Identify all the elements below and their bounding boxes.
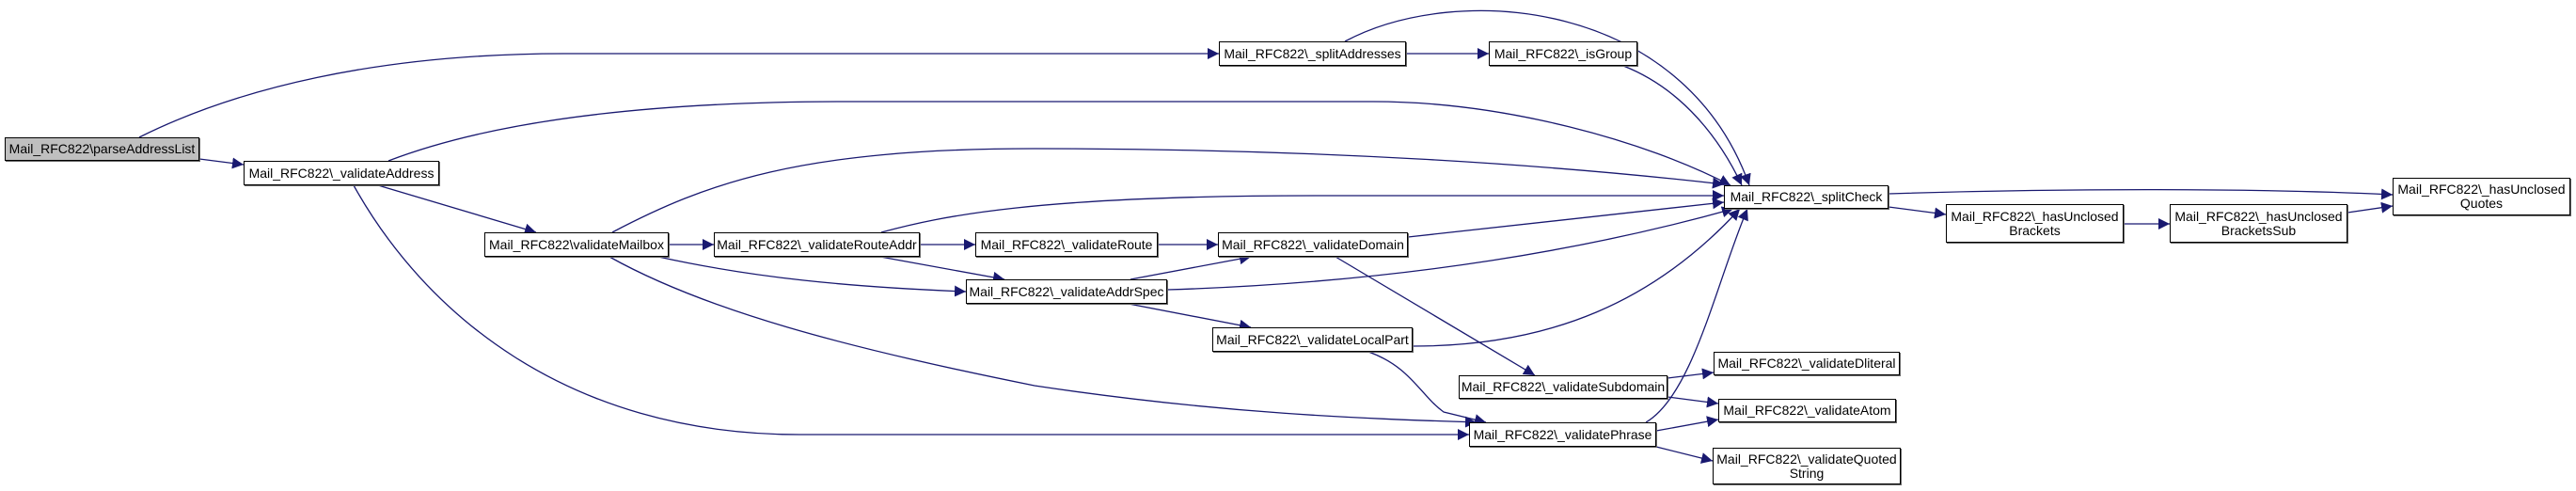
node-validate-route[interactable]: Mail_RFC822\_validateRoute — [975, 232, 1158, 257]
node-split-check[interactable]: Mail_RFC822\_splitCheck — [1724, 185, 1889, 209]
edge-validateSubdomain-to-validateDliteral — [1667, 368, 1715, 380]
edge-validateMailbox-to-splitCheck — [611, 148, 1725, 233]
edge-validateSubdomain-to-validateAtom — [1667, 396, 1719, 408]
edge-validateAddress-to-splitCheck — [387, 101, 1731, 186]
edge-splitCheck-to-hasUnclosedBrackets — [1888, 206, 1947, 219]
node-validate-local-part[interactable]: Mail_RFC822\_validateLocalPart — [1212, 327, 1413, 352]
edge-splitCheck-to-hasUnclosedQuotes — [1888, 188, 2394, 200]
node-validate-addr-spec[interactable]: Mail_RFC822\_validateAddrSpec — [966, 279, 1167, 304]
node-parse-address-list[interactable]: Mail_RFC822\parseAddressList — [5, 137, 199, 161]
node-validate-address[interactable]: Mail_RFC822\_validateAddress — [244, 161, 439, 185]
node-validate-subdomain[interactable]: Mail_RFC822\_validateSubdomain — [1459, 375, 1667, 399]
edge-isGroup-to-splitCheck — [1622, 65, 1743, 186]
edge-validateAddrSpec-to-validateDomain — [1130, 253, 1252, 280]
edge-validateAddress-to-validateMailbox — [377, 184, 537, 235]
edge-validatePhrase-to-validateAtom — [1655, 416, 1719, 432]
edge-validateLocalPart-to-splitCheck — [1412, 208, 1741, 347]
edge-validatePhrase-to-validateQuotedString — [1655, 446, 1714, 464]
node-validate-dliteral[interactable]: Mail_RFC822\_validateDliteral — [1714, 352, 1900, 375]
node-is-group[interactable]: Mail_RFC822\_isGroup — [1489, 41, 1637, 66]
edge-parseAddressList-to-validateAddress — [198, 157, 245, 169]
edge-parseAddressList-to-splitAddresses — [138, 48, 1219, 138]
node-validate-domain[interactable]: Mail_RFC822\_validateDomain — [1218, 232, 1408, 257]
edge-validateDomain-to-splitCheck — [1407, 198, 1725, 238]
node-has-unclosed-brackets[interactable]: Mail_RFC822\_hasUnclosed Brackets — [1946, 204, 2124, 243]
edge-validateDomain-to-validateSubdomain — [1335, 256, 1536, 376]
edge-validatePhrase-to-splitCheck — [1645, 208, 1748, 423]
edge-validateAddrSpec-to-validateLocalPart — [1128, 303, 1252, 331]
node-has-unclosed-quotes[interactable]: Mail_RFC822\_hasUnclosed Quotes — [2393, 178, 2570, 215]
node-validate-route-addr[interactable]: Mail_RFC822\_validateRouteAddr — [714, 232, 920, 257]
edge-splitAddresses-to-splitCheck — [1344, 9, 1751, 186]
edge-validateAddrSpec-to-splitCheck — [1166, 206, 1734, 291]
edge-validateRouteAddr-to-splitCheck — [880, 190, 1724, 233]
node-has-unclosed-brackets-sub[interactable]: Mail_RFC822\_hasUnclosed BracketsSub — [2170, 204, 2347, 243]
node-validate-mailbox[interactable]: Mail_RFC822\validateMailbox — [484, 232, 669, 257]
edge-validateRouteAddr-to-validateAddrSpec — [879, 256, 1005, 283]
edge-validateLocalPart-to-validatePhrase — [1367, 351, 1487, 425]
node-validate-atom[interactable]: Mail_RFC822\_validateAtom — [1718, 399, 1896, 422]
node-validate-phrase[interactable]: Mail_RFC822\_validatePhrase — [1469, 422, 1656, 447]
edge-validateMailbox-to-validatePhrase — [608, 256, 1478, 428]
edge-validateMailbox-to-validateAddrSpec — [657, 256, 967, 297]
node-validate-quoted-string[interactable]: Mail_RFC822\_validateQuoted String — [1713, 448, 1901, 484]
edge-hasUnclosedBracketsSub-to-hasUnclosedQuotes — [2347, 201, 2394, 214]
edge-validateAddress-to-validatePhrase — [353, 184, 1469, 440]
node-split-addresses[interactable]: Mail_RFC822\_splitAddresses — [1219, 41, 1406, 66]
